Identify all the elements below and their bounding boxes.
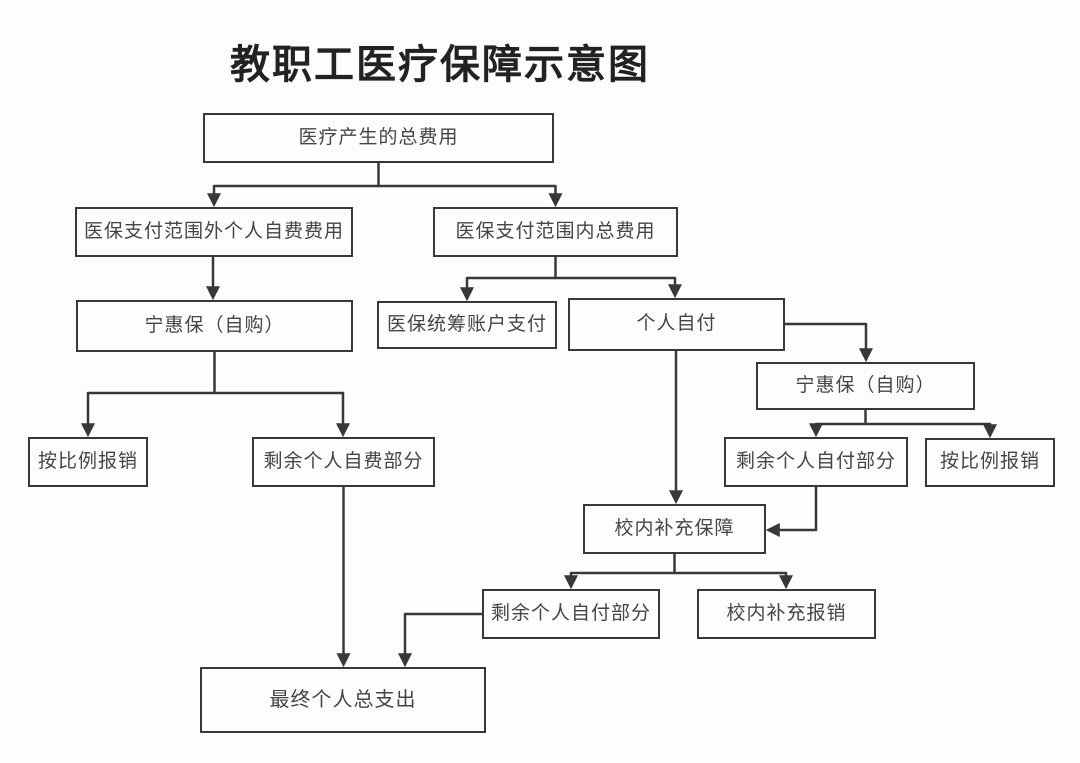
flow-node-proportional-reimbursement-right: 按比例报销 — [925, 438, 1055, 487]
flow-node-ninghuibao-left: 宁惠保（自购） — [76, 300, 353, 352]
flow-node-pooled-account-pay: 医保统筹账户支付 — [377, 301, 557, 349]
flow-node-remaining-self-funded: 剩余个人自费部分 — [252, 437, 435, 487]
flow-node-personal-self-pay: 个人自付 — [568, 298, 785, 351]
flow-node-total-cost: 医疗产生的总费用 — [203, 113, 554, 163]
flow-node-remaining-self-pay-lower: 剩余个人自付部分 — [482, 589, 660, 639]
flow-node-final-personal-total-expenditure: 最终个人总支出 — [200, 667, 486, 733]
flow-node-campus-supplementary-reimbursement: 校内补充报销 — [697, 589, 876, 639]
flow-node-campus-supplementary-insurance: 校内补充保障 — [583, 504, 766, 554]
flow-node-ninghuibao-right: 宁惠保（自购） — [756, 362, 975, 410]
flow-node-out-of-scope-self-funded: 医保支付范围外个人自费费用 — [75, 207, 353, 257]
flow-node-remaining-self-pay-upper: 剩余个人自付部分 — [724, 437, 908, 487]
flow-node-in-scope-total: 医保支付范围内总费用 — [433, 207, 678, 257]
diagram-title: 教职工医疗保障示意图 — [230, 43, 650, 87]
flow-node-proportional-reimbursement-left: 按比例报销 — [28, 437, 148, 487]
